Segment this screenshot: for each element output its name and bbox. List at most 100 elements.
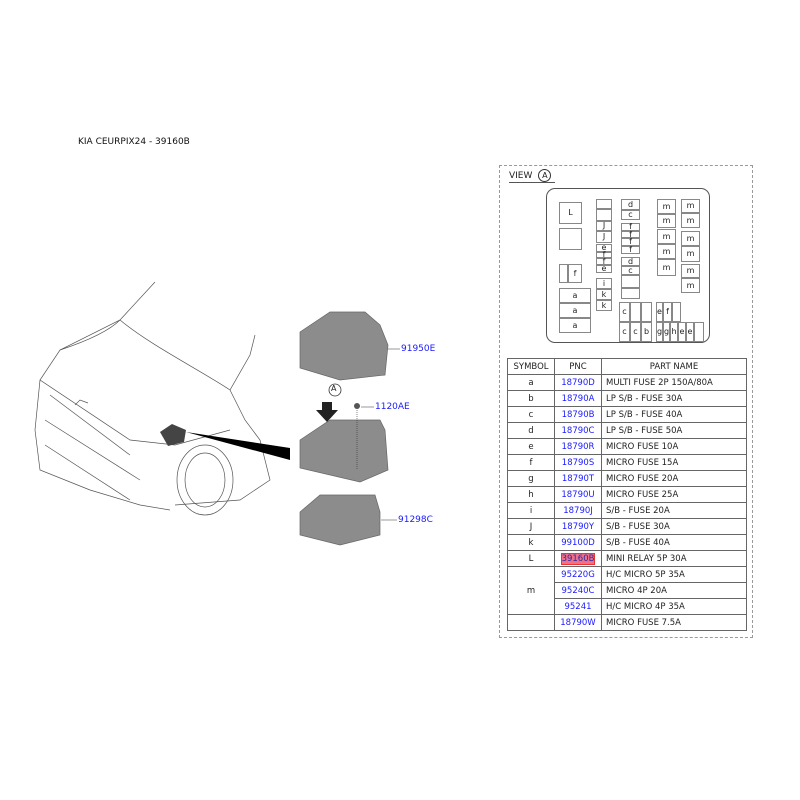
pnc-link[interactable]: 95241 xyxy=(564,601,592,612)
table-row: a 18790D MULTI FUSE 2P 150A/80A xyxy=(507,374,747,391)
fuse-slot xyxy=(672,302,681,322)
fuse-slot: f xyxy=(621,246,640,254)
fuse-slot: c xyxy=(619,302,630,322)
table-row: h 18790U MICRO FUSE 25A xyxy=(507,486,747,503)
symbol-cell: d xyxy=(507,422,555,439)
view-marker-circle: A xyxy=(538,169,552,182)
pnc-link[interactable]: 18790J xyxy=(563,505,593,516)
pnc-link[interactable]: 18790T xyxy=(561,473,595,484)
part-name-cell: MINI RELAY 5P 30A xyxy=(601,550,747,567)
symbol-cell: f xyxy=(507,454,555,471)
fuse-slot: f xyxy=(621,238,640,246)
pnc-link[interactable]: 18790A xyxy=(561,393,595,404)
symbol-cell: a xyxy=(507,374,555,391)
fuse-slot: m xyxy=(681,264,700,278)
fuse-slot xyxy=(596,199,612,209)
fuse-slot: m xyxy=(657,229,676,244)
pnc-link[interactable]: 18790R xyxy=(561,441,595,452)
callout-1120AE[interactable]: 1120AE xyxy=(375,402,410,412)
fuse-slot xyxy=(559,228,582,250)
part-name-cell: MULTI FUSE 2P 150A/80A xyxy=(601,374,747,391)
fuse-slot: a xyxy=(559,318,591,333)
callout-91950E[interactable]: 91950E xyxy=(401,344,436,354)
fuse-slot: m xyxy=(681,231,700,246)
pnc-link[interactable]: 18790U xyxy=(561,489,595,500)
part-name-cell: MICRO FUSE 10A xyxy=(601,438,747,455)
symbol-cell: h xyxy=(507,486,555,503)
pnc-link[interactable]: 18790S xyxy=(561,457,595,468)
fuse-slot: c xyxy=(630,322,641,342)
part-name-cell: MICRO FUSE 15A xyxy=(601,454,747,471)
fuse-slot: e xyxy=(656,302,663,322)
view-marker: A xyxy=(331,384,337,393)
fuse-slot: e xyxy=(686,322,694,342)
pnc-link[interactable]: 99100D xyxy=(561,537,595,548)
pnc-link[interactable]: 18790B xyxy=(561,409,595,420)
symbol-cell: k xyxy=(507,534,555,551)
junction-block xyxy=(299,419,389,483)
symbol-cell: L xyxy=(507,550,555,567)
fuse-slot: d xyxy=(621,199,640,210)
fuse-slot: g xyxy=(663,322,670,342)
fuse-slot: m xyxy=(681,199,700,213)
fuse-slot: d xyxy=(621,257,640,266)
part-name-cell: MICRO FUSE 7.5A xyxy=(601,614,747,631)
fuse-slot: k xyxy=(596,300,612,311)
view-panel xyxy=(499,165,753,638)
part-name-cell: LP S/B - FUSE 40A xyxy=(601,406,747,423)
table-row: L 39160B MINI RELAY 5P 30A xyxy=(507,550,747,567)
fuse-slot xyxy=(630,302,641,322)
pnc-link[interactable]: 18790C xyxy=(561,425,595,436)
callout-91298C[interactable]: 91298C xyxy=(398,515,433,525)
fuse-slot: e xyxy=(678,322,686,342)
fuse-slot: a xyxy=(559,303,591,318)
pnc-link[interactable]: 18790D xyxy=(561,377,595,388)
table-row: 18790W MICRO FUSE 7.5A xyxy=(507,614,747,631)
part-name-cell: S/B - FUSE 20A xyxy=(601,502,747,519)
col-part-name: PART NAME xyxy=(601,358,747,375)
fuse-slot: e xyxy=(596,244,612,252)
fuse-slot: f xyxy=(621,223,640,231)
symbol-cell: g xyxy=(507,470,555,487)
fuse-slot: m xyxy=(657,199,676,214)
fuse-box-layout xyxy=(546,188,710,343)
table-row: d 18790C LP S/B - FUSE 50A xyxy=(507,422,747,439)
fuse-slot: e xyxy=(596,265,612,273)
fuse-slot: J xyxy=(596,221,612,231)
pnc-link[interactable]: 18790Y xyxy=(561,521,595,532)
part-name-cell: MICRO FUSE 25A xyxy=(601,486,747,503)
fuse-slot: k xyxy=(596,289,612,300)
fuse-slot: f xyxy=(596,257,612,265)
symbol-cell: e xyxy=(507,438,555,455)
part-name-cell: H/C MICRO 5P 35A xyxy=(601,566,747,583)
pnc-link[interactable]: 39160B xyxy=(560,552,596,565)
table-row: f 18790S MICRO FUSE 15A xyxy=(507,454,747,471)
table-row: e 18790R MICRO FUSE 10A xyxy=(507,438,747,455)
fuse-slot xyxy=(621,275,640,288)
fuse-slot: f xyxy=(663,302,672,322)
fuse-slot xyxy=(641,302,652,322)
part-name-cell: LP S/B - FUSE 30A xyxy=(601,390,747,407)
symbol-cell: m xyxy=(507,566,555,615)
fuse-slot: b xyxy=(641,322,652,342)
fuse-box-location xyxy=(160,424,186,446)
symbol-cell: J xyxy=(507,518,555,535)
pnc-link[interactable]: 95220G xyxy=(561,569,595,580)
pnc-link[interactable]: 95240C xyxy=(561,585,595,596)
cover-91950E xyxy=(299,311,389,381)
fuse-slot: L xyxy=(559,202,582,224)
fuse-slot: h xyxy=(670,322,678,342)
pnc-link[interactable]: 18790W xyxy=(560,617,596,628)
fuse-slot: c xyxy=(619,322,630,342)
table-row: m 95220G H/C MICRO 5P 35A xyxy=(507,566,747,615)
page-title: KIA CEURPIX24 - 39160B xyxy=(78,137,190,147)
part-name-cell: LP S/B - FUSE 50A xyxy=(601,422,747,439)
